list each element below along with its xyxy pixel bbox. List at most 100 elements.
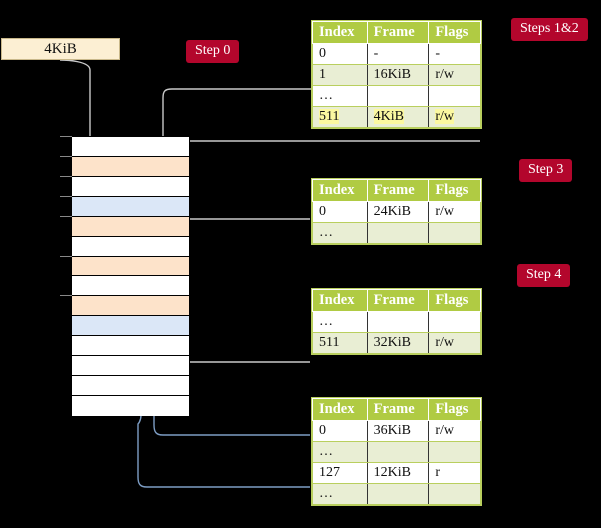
memory-frame-row	[72, 137, 189, 157]
memory-frame-row	[72, 316, 189, 337]
table-cell-index: …	[312, 222, 368, 244]
memory-frame-row	[72, 376, 189, 396]
table-cell-index: 511	[312, 332, 368, 354]
badge-step-0: Step 0	[186, 40, 240, 63]
badge-steps-1-2-label: Steps 1&2	[520, 21, 579, 36]
badge-step-4: Step 4	[517, 264, 571, 287]
badge-step-0-label: Step 0	[195, 43, 231, 58]
memory-tick-mark	[60, 215, 72, 217]
memory-tick-mark	[60, 195, 72, 197]
table-cell-index: 0	[312, 420, 368, 442]
table-cell-index: 0	[312, 201, 368, 223]
wire-steps12-b	[162, 140, 480, 149]
badge-step-4-label: Step 4	[526, 267, 562, 282]
table-cell-flags: r/w	[428, 332, 481, 354]
memory-tick-mark	[60, 295, 72, 297]
column-header-flags: Flags	[428, 21, 481, 44]
table-row: …	[312, 222, 481, 244]
memory-tick-mark	[60, 136, 72, 137]
memory-frame-row	[72, 256, 189, 277]
memory-frame-row	[72, 216, 189, 237]
highlighted-value: r/w	[435, 109, 454, 124]
badge-step-3-label: Step 3	[528, 162, 564, 177]
table-cell-flags	[428, 85, 481, 107]
memory-tick-mark	[60, 175, 72, 177]
memory-frame-row	[72, 336, 189, 357]
badge-step-3: Step 3	[519, 159, 573, 182]
table-cell-index: 127	[312, 462, 368, 484]
table-row: 511 4KiB r/w	[312, 106, 481, 128]
table-cell-frame: 32KiB	[366, 332, 430, 354]
table-cell-index: …	[312, 483, 368, 505]
table-cell-frame	[366, 85, 430, 107]
column-header-frame: Frame	[366, 289, 430, 312]
table-cell-frame: 12KiB	[366, 462, 430, 484]
memory-tick-mark	[60, 255, 72, 257]
table-cell-flags: r	[428, 462, 481, 484]
column-header-index: Index	[312, 289, 368, 312]
table-cell-frame	[366, 483, 430, 505]
column-header-frame: Frame	[366, 21, 430, 44]
table-cell-index: …	[312, 441, 368, 463]
table-row: …	[312, 85, 481, 107]
table-cell-frame: 4KiB	[366, 106, 430, 128]
memory-frame-row	[72, 395, 189, 416]
source-block-4kib: 4KiB	[1, 38, 120, 60]
memory-tick-mark	[60, 155, 72, 157]
table-cell-frame: 16KiB	[366, 64, 430, 86]
table-cell-flags: r/w	[428, 420, 481, 442]
column-header-frame: Frame	[366, 179, 430, 202]
table-cell-frame: 24KiB	[366, 201, 430, 223]
column-header-frame: Frame	[366, 398, 430, 421]
wire-step4-out	[179, 305, 310, 363]
table-cell-flags	[428, 311, 481, 333]
table-cell-frame	[366, 311, 430, 333]
table-cell-frame: 36KiB	[366, 420, 430, 442]
memory-frame-row	[72, 236, 189, 257]
table-cell-flags: r/w	[428, 201, 481, 223]
column-header-flags: Flags	[428, 289, 481, 312]
source-block-label: 4KiB	[44, 40, 77, 57]
table-cell-index: 1	[312, 64, 368, 86]
table-cell-index: …	[312, 85, 368, 107]
memory-frame-row	[72, 276, 189, 297]
table-cell-index: 0	[312, 43, 368, 65]
table-row: …	[312, 483, 481, 505]
table-cell-flags	[428, 222, 481, 244]
table-cell-frame	[366, 441, 430, 463]
table-cell-flags	[428, 441, 481, 463]
column-header-index: Index	[312, 398, 368, 421]
table-cell-frame	[366, 222, 430, 244]
badge-steps-1-2: Steps 1&2	[511, 18, 588, 41]
memory-frame-row	[72, 156, 189, 177]
wire-step3-out	[175, 218, 310, 229]
column-header-flags: Flags	[428, 179, 481, 202]
physical-memory-column	[71, 136, 190, 416]
table-row: …	[312, 311, 481, 333]
memory-frame-row	[72, 356, 189, 377]
table-cell-flags: r/w	[428, 64, 481, 86]
memory-frame-row	[72, 296, 189, 317]
column-header-index: Index	[312, 21, 368, 44]
memory-frame-row	[72, 176, 189, 197]
column-header-index: Index	[312, 179, 368, 202]
highlighted-value: 511	[319, 109, 340, 124]
column-header-flags: Flags	[428, 398, 481, 421]
table-cell-frame: -	[366, 43, 430, 65]
table-row: …	[312, 441, 481, 463]
table-row: 0--	[312, 43, 481, 65]
highlighted-value: 4KiB	[373, 109, 404, 124]
table-cell-flags: -	[428, 43, 481, 65]
memory-frame-row	[72, 196, 189, 217]
table-cell-flags: r/w	[428, 106, 481, 128]
